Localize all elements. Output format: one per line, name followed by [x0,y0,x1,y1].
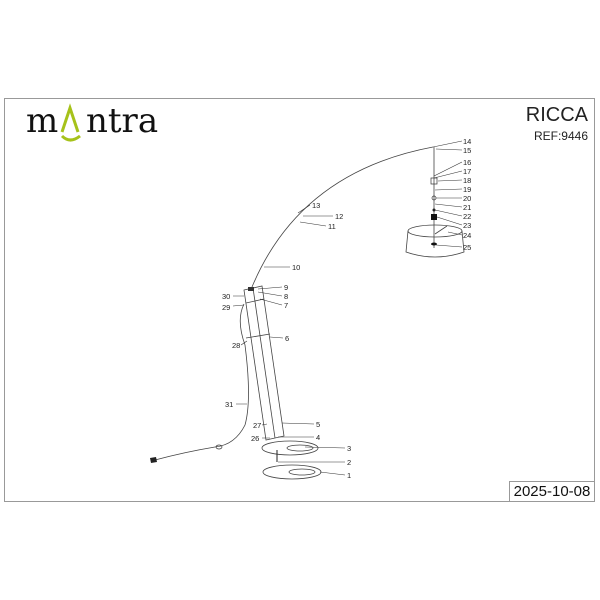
part-label: 9 [284,283,288,292]
base-plate-3 [261,440,319,456]
cable [154,303,249,461]
part-label: 7 [284,301,288,310]
brand-logo: m ntra [26,98,176,148]
socket-23 [431,214,437,220]
leader-lines [232,140,463,476]
part-label: 23 [463,221,471,230]
part-label: 1 [347,471,351,480]
plug [150,457,157,463]
nut-22 [432,208,436,212]
switch [215,444,223,450]
part-label: 24 [463,231,471,240]
part-label: 5 [316,420,320,429]
part-label: 19 [463,185,471,194]
lamp-shade [405,224,465,258]
base-plate-1 [262,464,322,480]
part-label: 4 [316,433,320,442]
part-label: 26 [251,434,259,443]
part-label: 17 [463,167,471,176]
drawing-frame [4,98,595,502]
date-box: 2025-10-08 [509,481,595,502]
part-label: 13 [312,201,320,210]
part-labels: 1 2 3 4 5 6 7 8 9 10 11 12 13 14 15 16 1… [222,137,471,480]
part-label: 3 [347,444,351,453]
part-label: 8 [284,292,288,301]
arc-arm [251,146,434,288]
part-label: 15 [463,146,471,155]
part-label: 11 [328,222,336,231]
part-label: 27 [253,421,261,430]
svg-text:ntra: ntra [86,101,158,141]
part-label: 6 [285,334,289,343]
part-label: 18 [463,176,471,185]
part-label: 20 [463,194,471,203]
part-label: 16 [463,158,471,167]
part-label: 25 [463,243,471,252]
part-label: 28 [232,341,240,350]
part-label: 10 [292,263,300,272]
part-label: 14 [463,137,471,146]
part-label: 12 [335,212,343,221]
part-label: 31 [225,400,233,409]
part-label: 30 [222,292,230,301]
part-label: 29 [222,303,230,312]
svg-text:m: m [26,101,58,141]
pole [243,285,285,441]
part-label: 2 [347,458,351,467]
product-name: RICCA [525,104,588,126]
part-label: 22 [463,212,471,221]
part-label: 21 [463,203,471,212]
product-ref: REF:9446 [533,129,588,143]
logo-graphic: m ntra [26,101,158,142]
